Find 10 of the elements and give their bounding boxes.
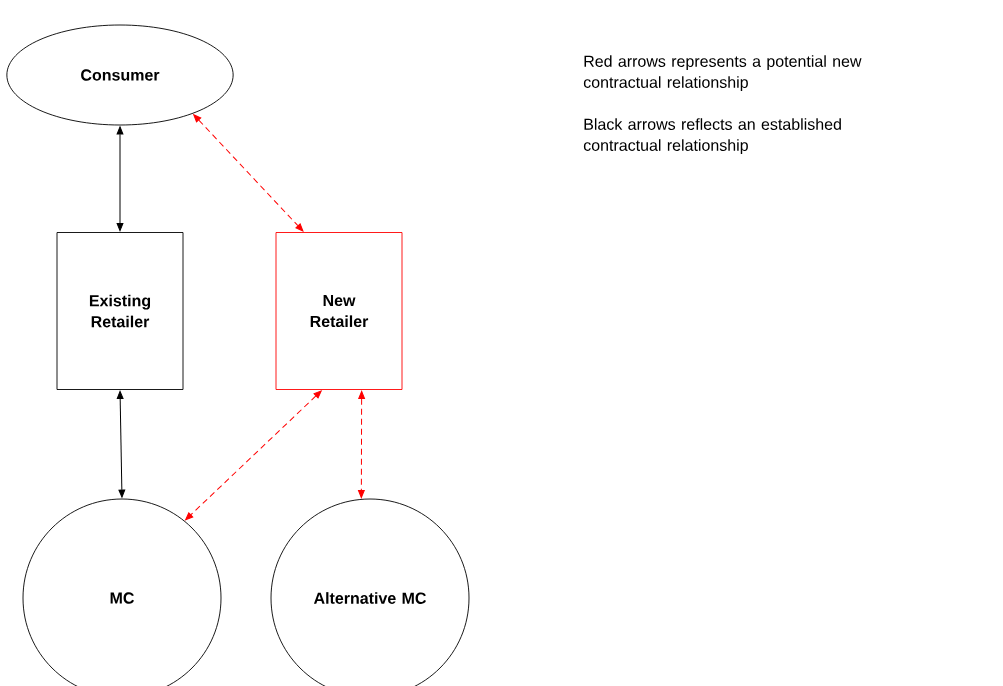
process-box: Existing Retailer <box>56 232 184 390</box>
process-box: New Retailer <box>275 232 403 390</box>
note-text: Red arrows represents a potential new contractual relationship <box>583 55 862 92</box>
arrow <box>193 114 304 232</box>
arrow <box>185 390 322 521</box>
arrow <box>116 126 124 232</box>
note-text: Black arrows reflects an established contractual relationship <box>583 118 841 155</box>
arrow <box>357 390 365 499</box>
ellipse-node: Consumer <box>6 24 234 126</box>
arrow <box>116 390 126 498</box>
